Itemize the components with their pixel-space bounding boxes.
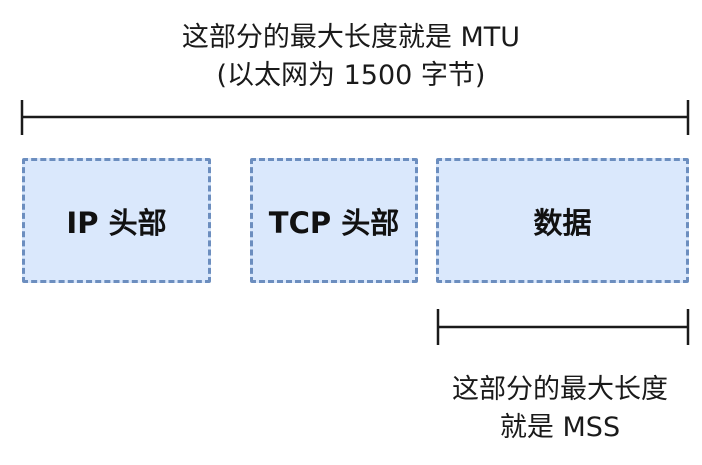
data-box: 数据 [436, 158, 689, 283]
data-label: 数据 [533, 205, 592, 240]
ip-header-label: IP 头部 [66, 205, 167, 240]
mtu-label-line1: 这部分的最大长度就是 MTU [181, 22, 521, 53]
tcp-header-label: TCP 头部 [268, 205, 400, 240]
ip-header-box: IP 头部 [22, 158, 211, 283]
mtu-bracket [20, 100, 690, 135]
mss-bracket [436, 309, 690, 345]
mtu-label-line2: (以太网为 1500 字节) [216, 60, 486, 91]
mss-label-line1: 这部分的最大长度 [452, 374, 668, 405]
tcp-header-box: TCP 头部 [250, 158, 418, 283]
mss-label-line2: 就是 MSS [499, 412, 621, 443]
